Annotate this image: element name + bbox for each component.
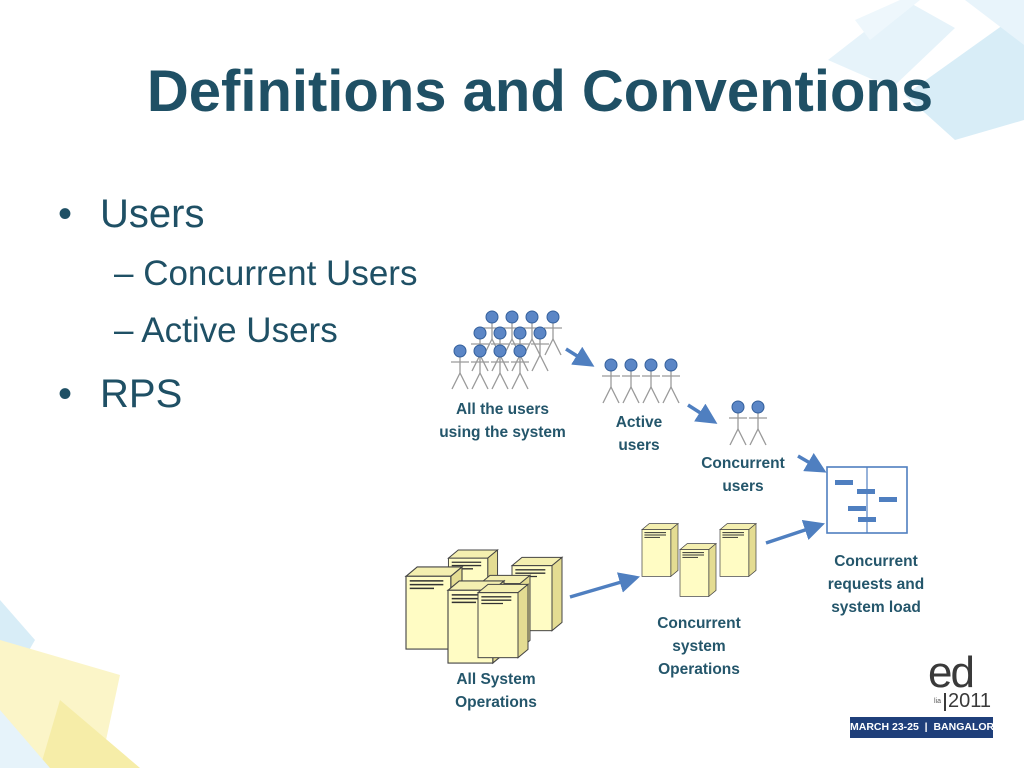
bullet-active-users: – Active Users — [114, 311, 338, 350]
slide-title: Definitions and Conventions — [146, 59, 934, 124]
user-icon — [450, 344, 470, 390]
event-date-banner: MARCH 23-25 | BANGALORE — [850, 717, 1001, 738]
user-icon — [621, 358, 641, 404]
server-icon — [477, 583, 529, 659]
bullet-concurrent-users: – Concurrent Users — [114, 254, 418, 293]
active-users-group — [601, 358, 681, 404]
bullet-dot: • — [58, 372, 73, 416]
label-active-users: Active users — [615, 414, 663, 454]
server-icon — [679, 543, 717, 597]
request-load-chart — [826, 466, 908, 534]
all-users-group — [450, 310, 563, 390]
user-icon — [530, 326, 550, 372]
label-all-users: All the users using the system — [439, 401, 566, 441]
user-icon — [641, 358, 661, 404]
concurrent-servers-group — [641, 523, 757, 597]
bullet-dot: • — [58, 192, 73, 236]
arrow-servers-to-concurrent-ops — [569, 572, 641, 599]
label-concurrent-users: Concurrent users — [701, 455, 785, 495]
event-logo: ed — [928, 648, 975, 697]
arrow-ops-to-requests — [765, 520, 825, 545]
all-servers-group — [405, 549, 563, 664]
concurrent-users-group — [728, 400, 768, 446]
user-icon — [728, 400, 748, 446]
server-icon — [641, 523, 679, 577]
logo-separator — [944, 693, 946, 711]
label-concurrent-operations: Concurrent system Operations — [657, 615, 741, 678]
event-logo-small-text: lia — [934, 698, 942, 705]
label-concurrent-requests: Concurrent requests and system load — [827, 553, 925, 616]
arrow-all-to-active — [565, 346, 595, 367]
event-year: 2011 — [948, 690, 992, 712]
bullet-text: Users — [100, 192, 205, 236]
bullet-text: RPS — [100, 372, 183, 416]
label-all-operations: All System Operations — [455, 671, 537, 711]
user-icon — [601, 358, 621, 404]
server-icon — [719, 523, 757, 577]
arrow-active-to-concurrent — [687, 403, 718, 424]
user-icon — [661, 358, 681, 404]
arrow-concurrent-to-requests — [797, 452, 827, 473]
user-icon — [543, 310, 563, 356]
user-icon — [748, 400, 768, 446]
